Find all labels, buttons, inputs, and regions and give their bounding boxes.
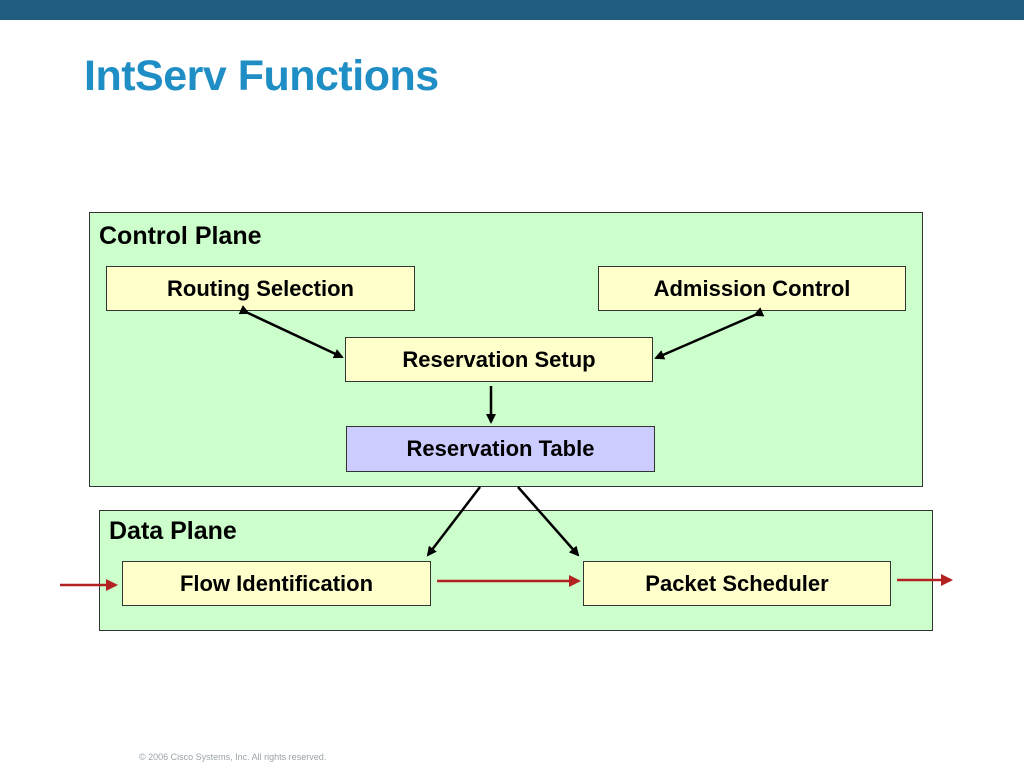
- arrow-table-flow: [426, 486, 481, 557]
- slide-title: IntServ Functions: [84, 52, 439, 100]
- header-bar: [0, 0, 1024, 20]
- control-plane-label: Control Plane: [99, 222, 262, 250]
- reservation-table-box: Reservation Table: [346, 426, 655, 472]
- data-plane-label: Data Plane: [109, 517, 237, 545]
- arrow-routing-setup: [238, 305, 344, 359]
- copyright-footer: © 2006 Cisco Systems, Inc. All rights re…: [139, 752, 327, 762]
- flow-identification-box: Flow Identification: [122, 561, 431, 606]
- reservation-setup-box: Reservation Setup: [345, 337, 653, 382]
- arrow-admission-setup: [654, 307, 765, 360]
- packet-scheduler-box: Packet Scheduler: [583, 561, 891, 606]
- routing-selection-box: Routing Selection: [106, 266, 415, 311]
- arrow-table-scheduler: [517, 486, 580, 557]
